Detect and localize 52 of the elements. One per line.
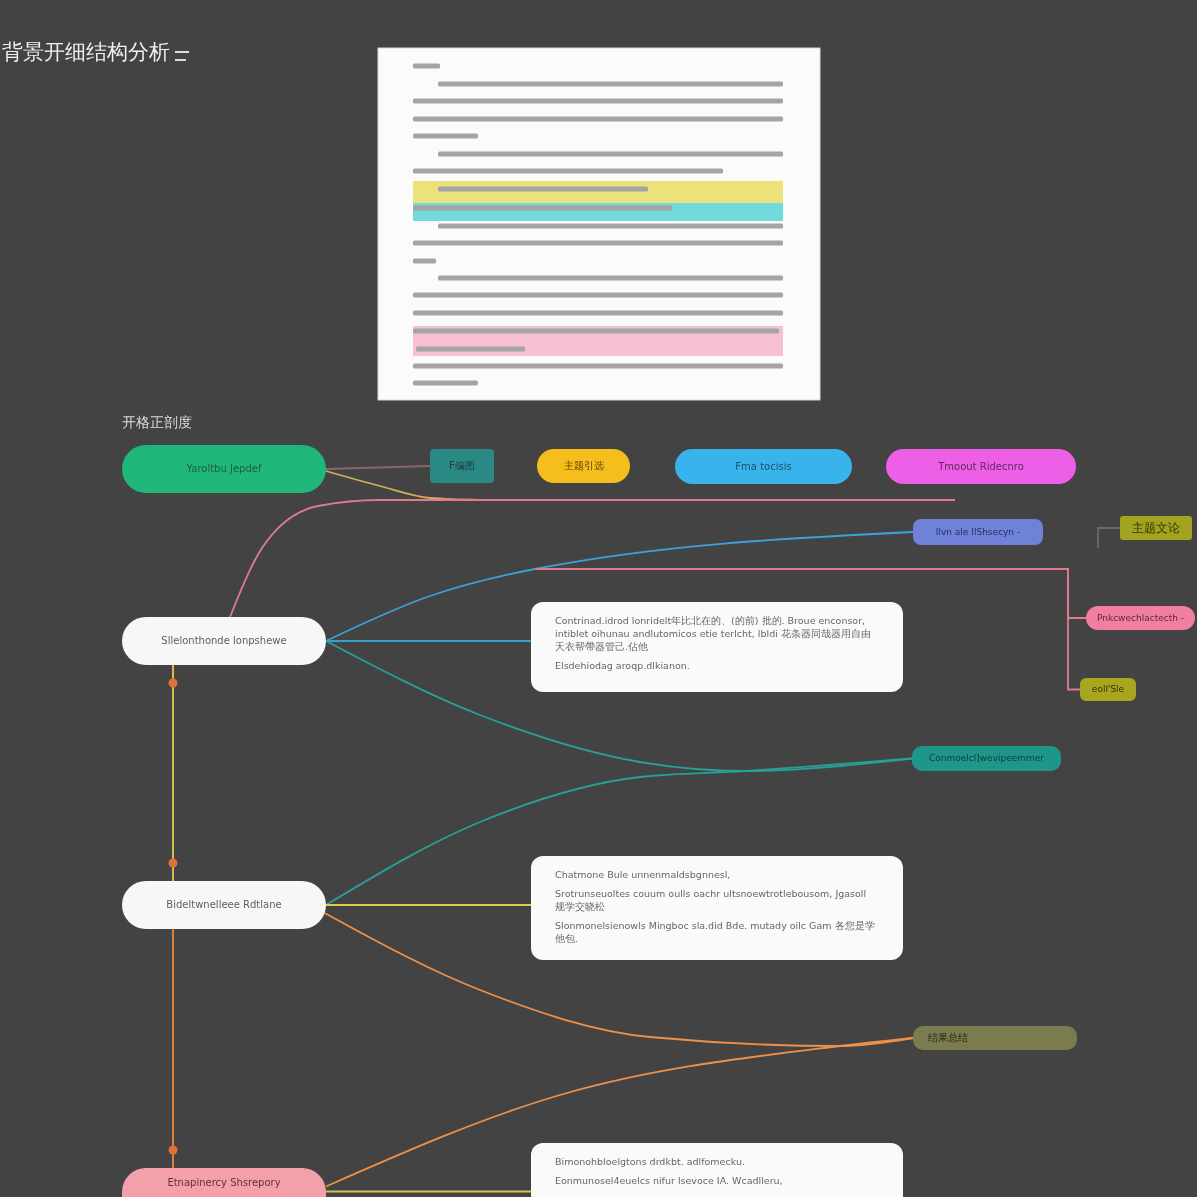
text-card [531, 856, 903, 960]
paragraph-text: Slonmonelsienowls Mingboc sla.did Bde. mutady oilc Gam 各您是学他包. [555, 919, 876, 945]
tag-box [430, 449, 494, 483]
pill-node [122, 1168, 326, 1197]
paragraph-text: Bimonohbloelgtons drdkbt. adlfomecku. [555, 1155, 745, 1168]
text-card [531, 1143, 903, 1197]
connector-line [168, 664, 178, 882]
tag-box [913, 519, 1043, 545]
pill-node [122, 445, 326, 493]
connector-line [325, 465, 431, 470]
connector-line [325, 531, 914, 642]
connector-line [325, 1190, 532, 1193]
text-card [531, 602, 903, 692]
connector-line [1097, 527, 1121, 549]
pill-node [122, 617, 326, 665]
paragraph-text: Chatmone Bule unnenmaldsbgnnesl, [555, 868, 731, 881]
tag-box [1120, 516, 1192, 540]
pill-node [537, 449, 630, 483]
node-label: Sllelonthonde lonpshewe [161, 635, 287, 647]
connector-line [325, 640, 532, 642]
paragraph-text: Eonmunosel4euelcs nifur lsevoce IA. Wcadlleru, [555, 1174, 783, 1187]
connector-line [168, 928, 178, 1169]
pill-node [886, 449, 1076, 484]
pill-node [912, 746, 1061, 771]
node-label: Ilvn ale IlShsecyn - [935, 526, 1021, 538]
connector-line [229, 499, 956, 618]
node-label: Conmoelcl]wevipeemmer [928, 753, 1045, 764]
pill-node [1086, 606, 1195, 630]
pill-node [913, 1026, 1077, 1050]
node-label: Bideltwnelleee Rdtlane [166, 899, 282, 911]
connector-line [325, 757, 913, 906]
diagram-title: 背景开细结构分析 [2, 40, 170, 66]
node-label: eoll'Sle [1091, 684, 1125, 695]
node-label: Pnkcwechlactecth - [1097, 612, 1184, 624]
node-label: Etnapinercy Shsrepory [167, 1176, 281, 1189]
pill-node [122, 881, 326, 929]
paragraph-text: Srotrunseuoltes couum oulls oachr ultsnoewtrotlebousom, Jgasoll 规学交晓松 [555, 887, 868, 913]
paragraph-text: Elsdehiodag aroqp.dlkianon. [555, 659, 690, 672]
connector-line [325, 904, 532, 906]
node-label: 结果总结 [928, 1032, 968, 1044]
section-label: 开格正剖度 [122, 414, 192, 431]
node-label: Yaroltbu Jepdef [186, 463, 262, 475]
connector-line [534, 568, 1081, 691]
node-label: Fma tocisis [735, 460, 792, 473]
node-label: F编图 [449, 460, 475, 472]
node-label: 主题文论 [1132, 520, 1180, 536]
connector-line [325, 1037, 914, 1188]
paragraph-text: Contrinad.idrod lonridelt年比北在的、(的前) 批的. Broue enconsor, intiblet oihunau andlutomicos etie terlcht, lbldi 花条器同哉器用自由夭衣帮帶器管己.佔他 [555, 614, 872, 653]
pill-node [675, 449, 852, 484]
node-label: 主题引选 [563, 460, 604, 472]
node-label: Tmoout Ridecnro [938, 460, 1024, 473]
tag-box [1080, 678, 1136, 701]
